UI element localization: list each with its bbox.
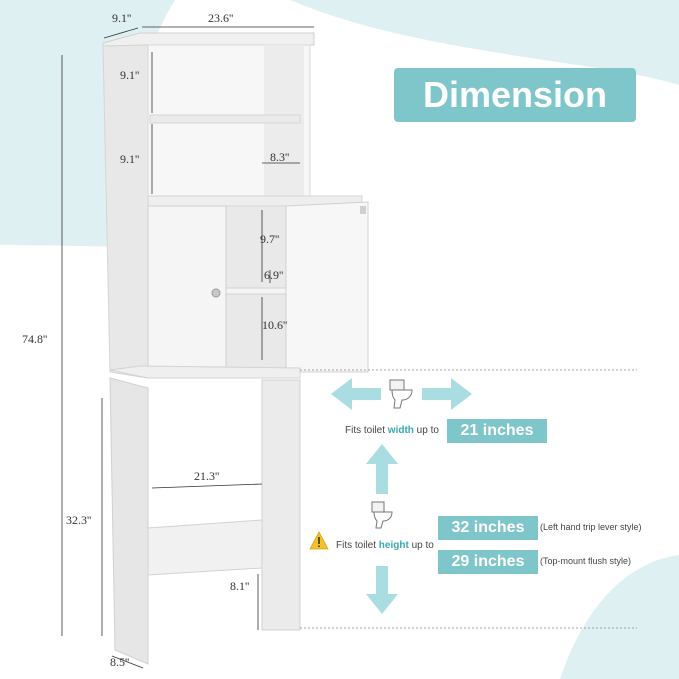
fit-height-label: Fits toilet height up to <box>336 540 434 551</box>
fit-height-note-2: (Top-mount flush style) <box>540 556 632 566</box>
toilet-icon <box>389 379 413 409</box>
dim-total-height: 74.8'' <box>22 332 48 346</box>
dim-top-width: 23.6'' <box>208 11 234 25</box>
fit-height-value-2: 29 inches <box>438 550 538 574</box>
dim-inner-width: 21.3'' <box>194 469 220 483</box>
dim-top-depth: 9.1'' <box>112 11 132 25</box>
vertical-arrow-icon <box>366 444 398 614</box>
toilet-icon <box>371 501 393 529</box>
dim-cabinet-upper: 9.7'' <box>260 232 280 246</box>
dim-bottom-bar: 8.1'' <box>230 579 250 593</box>
horizontal-arrow-icon <box>331 378 472 410</box>
dim-shelf-upper: 9.1'' <box>120 68 140 82</box>
fit-width-label: Fits toilet width up to <box>345 425 439 436</box>
dim-shelf-depth: 8.3'' <box>270 150 290 164</box>
page-title: Dimension <box>394 68 636 122</box>
dim-shelf-lower: 9.1'' <box>120 152 140 166</box>
right-door-open <box>285 201 369 373</box>
right-leg <box>261 379 301 631</box>
bottom-right-blob <box>560 555 679 679</box>
dim-cabinet-shelf-depth: 6.9'' <box>264 268 284 282</box>
dim-cabinet-lower: 10.6'' <box>262 318 288 332</box>
dimension-lines <box>61 26 314 669</box>
bottom-crossbar <box>147 519 263 576</box>
middle-shelf <box>149 114 301 124</box>
top-right-blob <box>290 0 679 85</box>
left-leg <box>109 377 149 665</box>
dim-base-depth: 8.5'' <box>110 655 130 669</box>
warning-icon <box>309 531 329 550</box>
base-board <box>109 365 301 379</box>
fit-height-note-1: (Left hand trip lever style) <box>540 522 642 532</box>
door-knob <box>211 288 221 298</box>
fit-width-value: 21 inches <box>447 419 547 443</box>
fit-height-value-1: 32 inches <box>438 516 538 540</box>
dim-leg-height: 32.3'' <box>66 513 92 527</box>
door-hinge <box>360 206 366 214</box>
